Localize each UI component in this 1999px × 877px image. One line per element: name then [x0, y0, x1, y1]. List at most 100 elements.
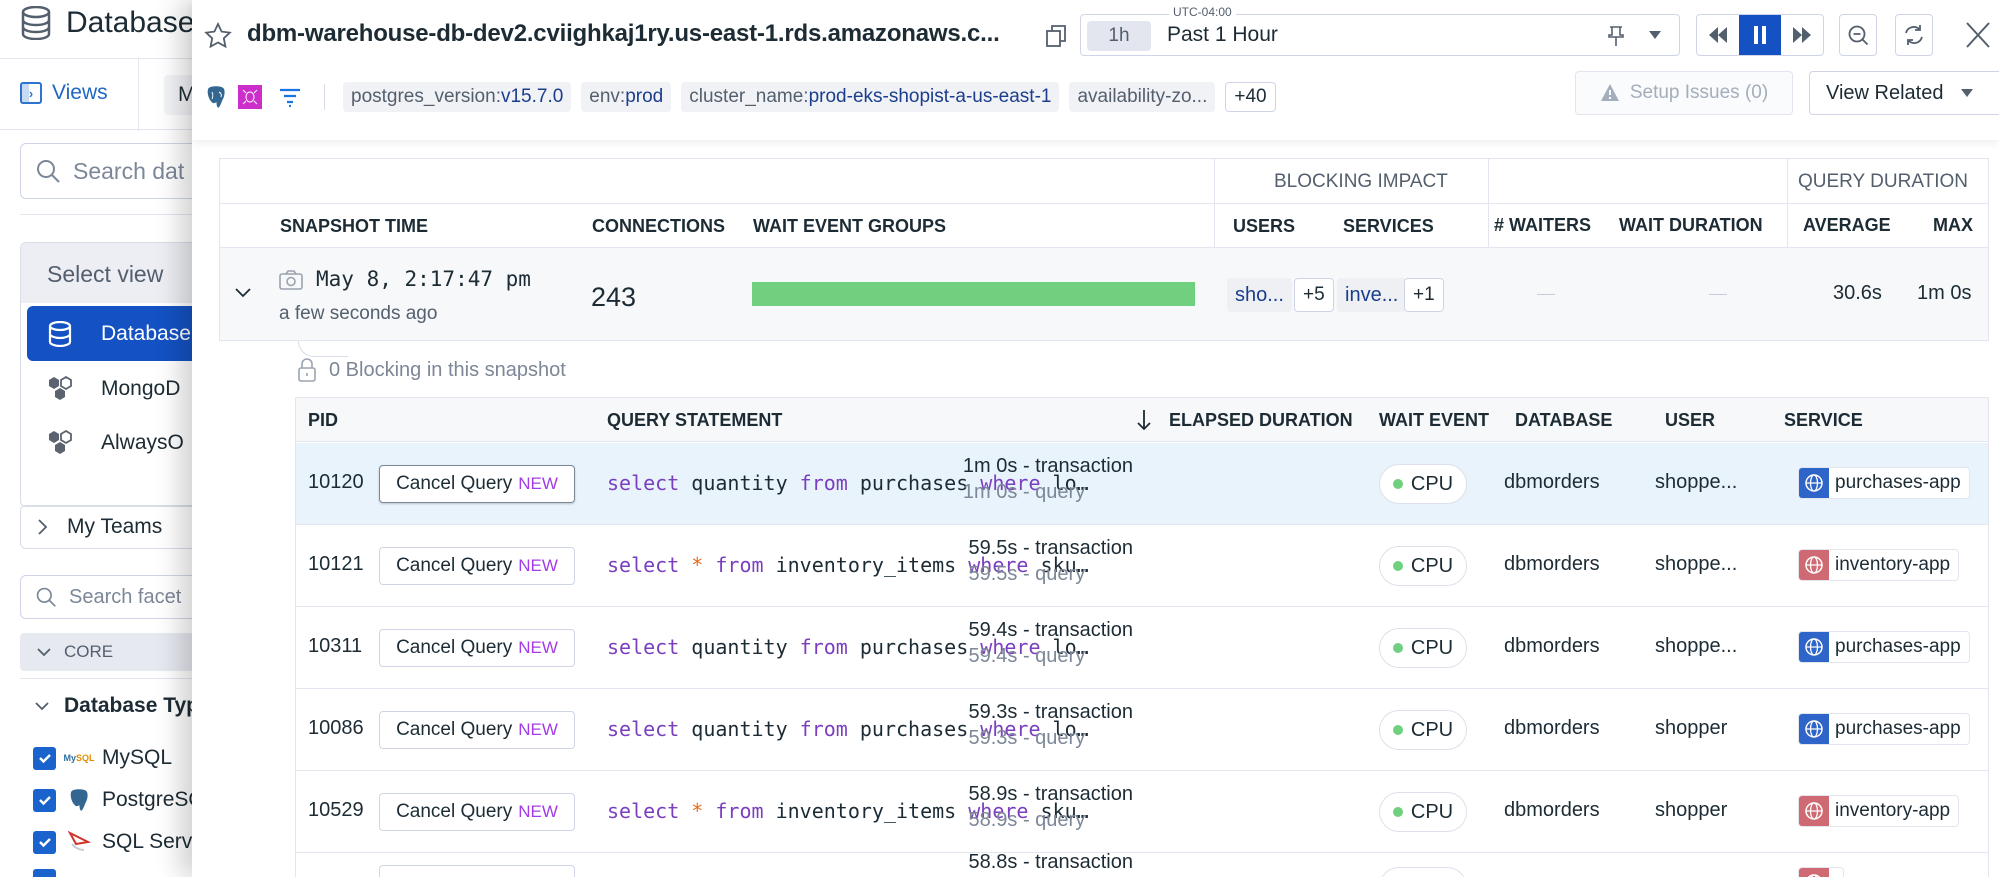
database-name: dbmorders — [1504, 635, 1600, 657]
checkbox-checked[interactable] — [33, 788, 56, 812]
pin-icon[interactable] — [1607, 25, 1625, 47]
checkbox-checked[interactable] — [33, 830, 56, 854]
col-average[interactable]: AVERAGE — [1803, 215, 1891, 235]
query-row[interactable]: 10120 Cancel Query NEW select quantity f… — [296, 443, 1988, 525]
service-chip[interactable]: purchases-app — [1798, 713, 1970, 745]
query-statement[interactable]: select quantity from purchases where lo… — [607, 635, 1089, 659]
wait-event-bar[interactable] — [752, 282, 1195, 306]
checkbox-checked[interactable] — [33, 746, 56, 770]
col-connections[interactable]: CONNECTIONS — [592, 216, 726, 236]
col-services[interactable]: SERVICES — [1343, 216, 1434, 236]
query-statement[interactable]: select * from inventory_items where sku… — [607, 799, 1089, 823]
user-name: shoppe... — [1655, 471, 1738, 493]
col-wait-event-groups[interactable]: WAIT EVENT GROUPS — [753, 216, 947, 236]
tag-availability-zone[interactable]: availability-zo... — [1069, 82, 1216, 112]
tag-postgres-version[interactable]: postgres_version:v15.7.0 — [343, 82, 572, 112]
view-related-dropdown[interactable]: View Related — [1809, 71, 1999, 115]
sort-descending-icon[interactable] — [1135, 408, 1153, 432]
col-service[interactable]: SERVICE — [1784, 410, 1863, 430]
col-query-statement[interactable]: QUERY STATEMENT — [607, 410, 783, 430]
pause-button[interactable] — [1739, 15, 1781, 55]
query-row[interactable]: 10529 Cancel Query NEW select * from inv… — [296, 771, 1988, 853]
view-item-mongodb[interactable]: MongoD — [27, 361, 200, 416]
refresh-button[interactable] — [1895, 14, 1933, 56]
col-database[interactable]: DATABASE — [1515, 410, 1613, 430]
fast-forward-button[interactable] — [1781, 15, 1823, 55]
setup-issues-button[interactable]: Setup Issues (0) — [1575, 71, 1793, 115]
query-row[interactable]: 10086 Cancel Query NEW select quantity f… — [296, 689, 1988, 771]
wait-event-chip[interactable] — [1379, 867, 1467, 877]
query-row[interactable]: 10311 Cancel Query NEW select quantity f… — [296, 607, 1988, 689]
my-teams-toggle[interactable]: My Teams — [20, 505, 200, 549]
cancel-query-button[interactable]: Cancel Query NEW — [379, 465, 575, 503]
service-chip[interactable]: inve... — [1337, 278, 1407, 312]
query-statement[interactable]: select * from inventory_items where sku… — [607, 553, 1089, 577]
chevron-down-icon[interactable] — [234, 286, 252, 300]
facet-option-sqlserver[interactable]: SQL Serve — [33, 829, 200, 855]
checkbox-checked[interactable] — [33, 869, 56, 877]
service-chip[interactable]: purchases-app — [1798, 631, 1970, 663]
database-search-input[interactable]: Search dat — [20, 143, 200, 199]
col-snapshot-time[interactable]: SNAPSHOT TIME — [280, 216, 429, 236]
service-chip[interactable] — [1798, 867, 1844, 877]
globe-icon — [1799, 550, 1829, 580]
query-statement[interactable]: select quantity from purchases where lo… — [607, 717, 1089, 741]
cancel-query-label: Cancel Query — [396, 473, 513, 494]
tag-env[interactable]: env:prod — [581, 82, 672, 112]
camera-icon — [279, 270, 303, 290]
pause-icon — [1754, 26, 1766, 44]
tag-cluster-name[interactable]: cluster_name:prod-eks-shopist-a-us-east-… — [681, 82, 1060, 112]
services-more-button[interactable]: +1 — [1404, 278, 1444, 312]
service-chip[interactable]: purchases-app — [1798, 467, 1970, 499]
col-pid[interactable]: PID — [308, 410, 339, 430]
col-max[interactable]: MAX — [1933, 215, 1973, 235]
user-chip[interactable]: sho... — [1227, 278, 1292, 312]
cancel-query-button[interactable]: Cancel Query NEW — [379, 547, 575, 585]
wait-event-chip[interactable]: CPU — [1379, 710, 1467, 750]
caret-down-icon[interactable] — [1649, 31, 1661, 39]
wait-event-chip[interactable]: CPU — [1379, 792, 1467, 832]
database-type-facet-toggle[interactable]: Database Typ — [34, 694, 199, 718]
col-wait-duration[interactable]: WAIT DURATION — [1619, 215, 1763, 235]
view-item-alwayson[interactable]: AlwaysO — [27, 415, 200, 470]
more-tags-button[interactable]: +40 — [1225, 82, 1276, 112]
snapshot-row[interactable]: May 8, 2:17:47 pm a few seconds ago 243 … — [220, 248, 1988, 340]
close-icon[interactable] — [1962, 18, 1994, 52]
rewind-button[interactable] — [1697, 15, 1739, 55]
query-row[interactable]: 58.8s - transaction — [296, 851, 1988, 877]
zoom-out-button[interactable] — [1839, 14, 1877, 56]
col-users[interactable]: USERS — [1233, 216, 1296, 236]
tab-views[interactable]: › Views — [20, 81, 108, 105]
core-section-toggle[interactable]: CORE — [20, 633, 200, 671]
cancel-query-button[interactable] — [379, 865, 575, 877]
facet-option-postgresql[interactable]: PostgreSQ — [33, 787, 200, 813]
globe-icon — [1799, 468, 1829, 498]
facet-search-placeholder: Search facet — [69, 585, 182, 608]
facet-option-partial[interactable] — [33, 869, 56, 877]
facet-search-input[interactable]: Search facet — [20, 575, 200, 619]
service-chip[interactable]: inventory-app — [1798, 549, 1960, 581]
cancel-query-button[interactable]: Cancel Query NEW — [379, 629, 575, 667]
col-elapsed-duration[interactable]: ELAPSED DURATION — [1169, 410, 1353, 430]
wait-event-chip[interactable]: CPU — [1379, 546, 1467, 586]
copy-icon[interactable] — [1045, 24, 1067, 48]
col-waiters[interactable]: # WAITERS — [1494, 215, 1592, 235]
wait-event-chip[interactable]: CPU — [1379, 628, 1467, 668]
filter-icon[interactable] — [278, 87, 302, 107]
cancel-query-button[interactable]: Cancel Query NEW — [379, 711, 575, 749]
snapshot-table-overlay: # WAITERS WAIT DURATION AVERAGE MAX May … — [219, 158, 1989, 341]
view-item-database[interactable]: Database — [27, 306, 200, 361]
query-statement[interactable]: select quantity from purchases where lo… — [607, 471, 1089, 495]
col-user[interactable]: USER — [1665, 410, 1716, 430]
star-favorite-icon[interactable] — [204, 22, 232, 50]
database-type-label: Database Typ — [64, 694, 199, 717]
wait-event-chip[interactable]: CPU — [1379, 464, 1467, 504]
query-row[interactable]: 10121 Cancel Query NEW select * from inv… — [296, 525, 1988, 607]
service-chip[interactable]: inventory-app — [1798, 795, 1960, 827]
users-more-button[interactable]: +5 — [1294, 278, 1334, 312]
time-range-picker[interactable]: UTC-04:00 1h Past 1 Hour — [1080, 5, 1680, 56]
new-badge: NEW — [518, 802, 558, 821]
col-wait-event[interactable]: WAIT EVENT — [1379, 410, 1490, 430]
cancel-query-button[interactable]: Cancel Query NEW — [379, 793, 575, 831]
